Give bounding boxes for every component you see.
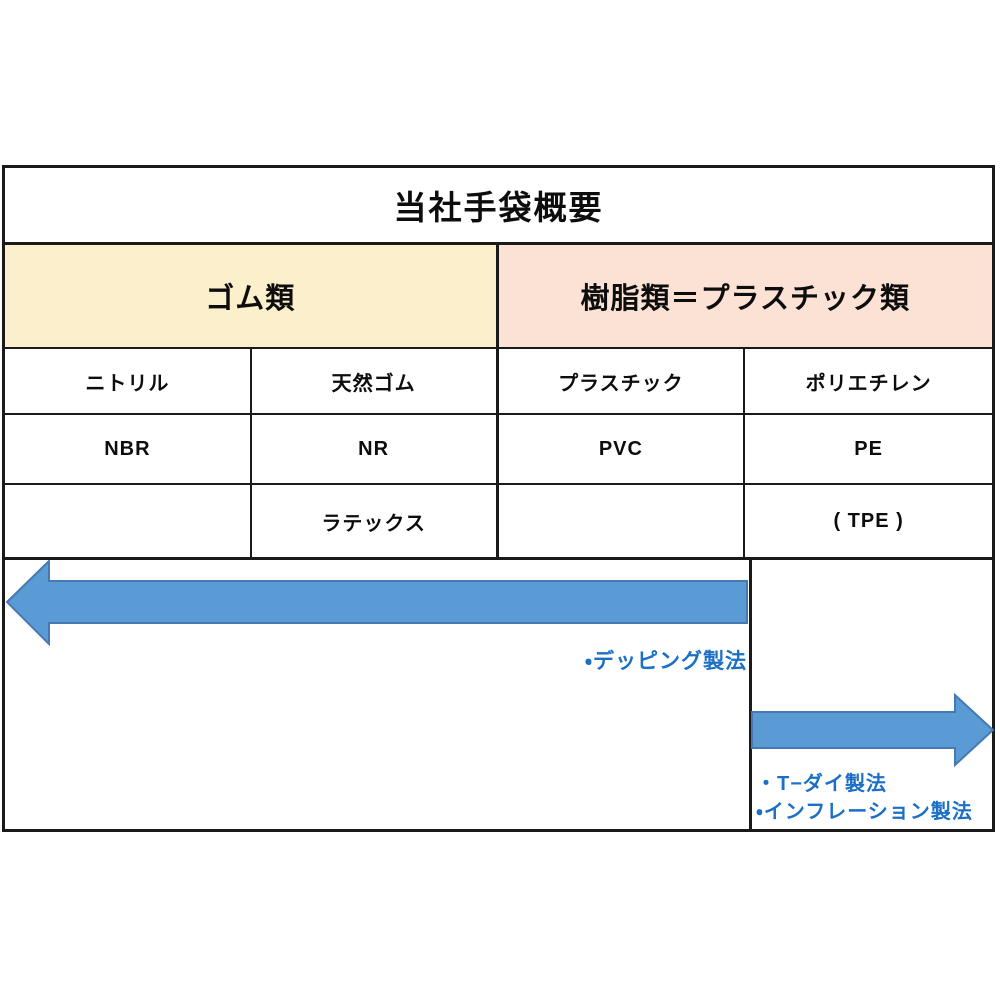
- process-section: ・デッピング製法 ・T−ダイ製法 ・インフレーション製法: [5, 560, 995, 829]
- table-cell: ポリエチレン: [805, 372, 932, 395]
- left-arrow-icon: [5, 560, 748, 646]
- left-arrow-shape: [5, 560, 748, 646]
- table-cell: [5, 485, 252, 557]
- category-plastic: 樹脂類＝プラスチック類: [498, 245, 992, 347]
- material-extra-row: ラテックス ( TPE ): [5, 485, 992, 560]
- table-cell: NBR: [5, 415, 252, 483]
- material-code-row: NBR NR PVC PE: [5, 415, 992, 485]
- table-cell: 天然ゴム: [252, 349, 499, 413]
- t-die-process-label: ・T−ダイ製法: [756, 773, 887, 795]
- table-cell: ラテックス: [252, 485, 499, 557]
- table-cell: NR: [252, 415, 499, 483]
- dipping-process-label: ・デッピング製法: [584, 650, 747, 673]
- table-cell: [499, 485, 746, 557]
- table-cell: ( TPE ): [833, 509, 904, 532]
- table-cell: プラスチック: [499, 349, 746, 413]
- table-cell: ニトリル: [5, 349, 252, 413]
- material-name-row: ニトリル 天然ゴム プラスチック ポリエチレン: [5, 349, 992, 415]
- right-arrow-shape: [751, 692, 995, 768]
- column-divider: [749, 560, 752, 829]
- inflation-process-label: ・インフレーション製法: [756, 801, 973, 823]
- category-header-row: ゴム類 樹脂類＝プラスチック類: [5, 245, 992, 349]
- glove-overview-table: 当社手袋概要 ゴム類 樹脂類＝プラスチック類 ニトリル 天然ゴム プラスチック …: [2, 165, 995, 832]
- category-rubber: ゴム類: [5, 245, 499, 347]
- table-title: 当社手袋概要: [5, 168, 992, 245]
- right-arrow-icon: [751, 692, 995, 768]
- table-cell: PE: [854, 437, 883, 460]
- plastic-process-labels: ・T−ダイ製法 ・インフレーション製法: [756, 770, 973, 826]
- table-cell: PVC: [499, 415, 746, 483]
